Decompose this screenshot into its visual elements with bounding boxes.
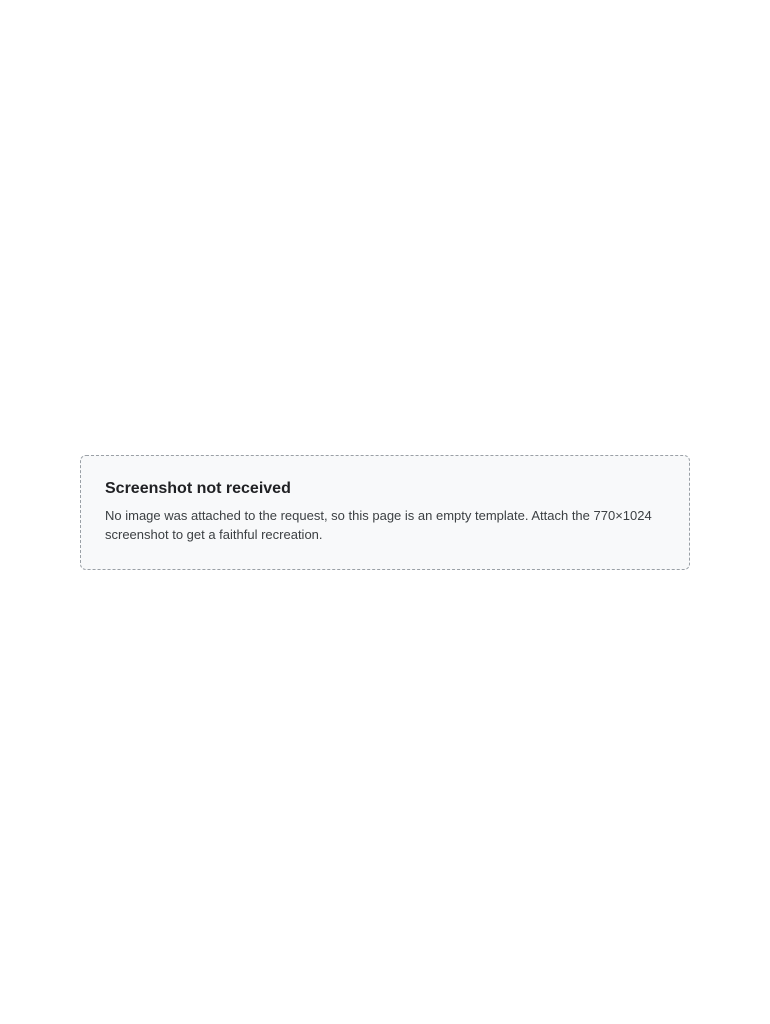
placeholder-title: Screenshot not received: [105, 479, 291, 497]
placeholder-notice: Screenshot not received No image was att…: [80, 454, 690, 570]
placeholder-body: No image was attached to the request, so…: [105, 507, 652, 543]
